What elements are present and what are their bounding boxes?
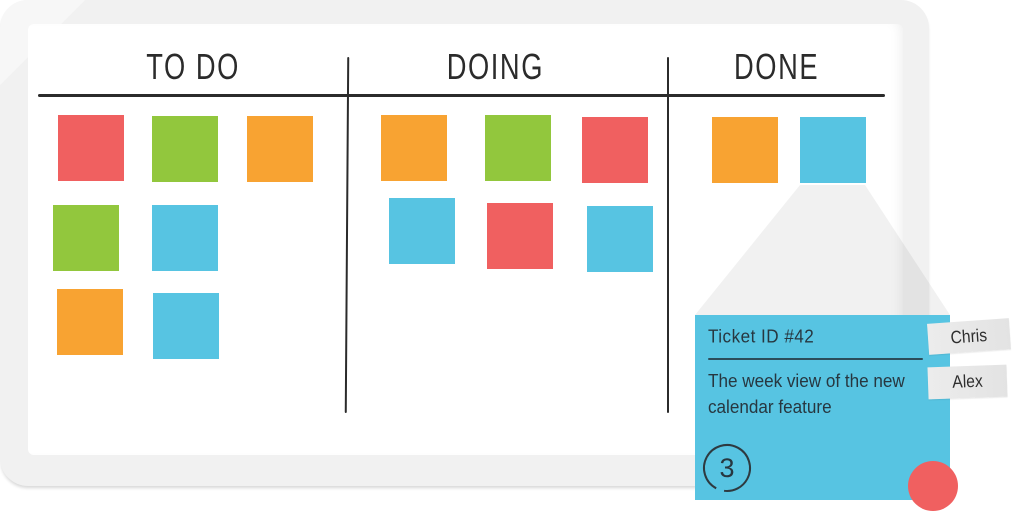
assignee-name: Chris: [950, 324, 988, 348]
sticky-note: [153, 293, 219, 359]
sticky-note: [487, 203, 553, 269]
sticky-note: [57, 289, 123, 355]
story-points-value: 3: [719, 453, 735, 483]
header-underline: [38, 94, 885, 97]
column-header-doing: DOING: [350, 47, 640, 88]
sticky-note: [53, 205, 119, 271]
ticket-divider-line: [708, 358, 923, 360]
column-header-done-label: DONE: [734, 47, 820, 88]
sticky-note: [381, 115, 447, 181]
sticky-note: [152, 116, 218, 182]
ticket-description-line-2: calendar feature: [708, 397, 832, 417]
ticket-card: Ticket ID #42 The week view of the new c…: [695, 315, 950, 500]
sticky-note: [389, 198, 455, 264]
sticky-note: [247, 116, 313, 182]
column-header-todo-label: TO DO: [146, 47, 240, 88]
sticky-note: [152, 205, 218, 271]
sticky-note: [582, 117, 648, 183]
sticky-note: [485, 115, 551, 181]
ticket-id: Ticket ID #42: [708, 326, 815, 347]
sticky-note: [587, 206, 653, 272]
hand-drawn-circle-icon: [703, 444, 751, 492]
assignee-tag-alex: Alex: [927, 364, 1008, 400]
story-points-circle: 3: [699, 440, 755, 496]
column-header-doing-label: DOING: [446, 47, 544, 88]
sticky-note: [58, 115, 124, 181]
ticket-description-line-1: The week view of the new: [708, 371, 905, 391]
assignee-name: Alex: [951, 370, 984, 392]
red-marker-dot: [908, 461, 958, 511]
assignee-tag-chris: Chris: [927, 318, 1011, 355]
column-header-todo: TO DO: [38, 47, 348, 88]
sticky-note: [712, 117, 778, 183]
sticky-note: [800, 117, 866, 183]
column-header-done: DONE: [668, 47, 886, 88]
column-divider-2: [667, 57, 669, 413]
